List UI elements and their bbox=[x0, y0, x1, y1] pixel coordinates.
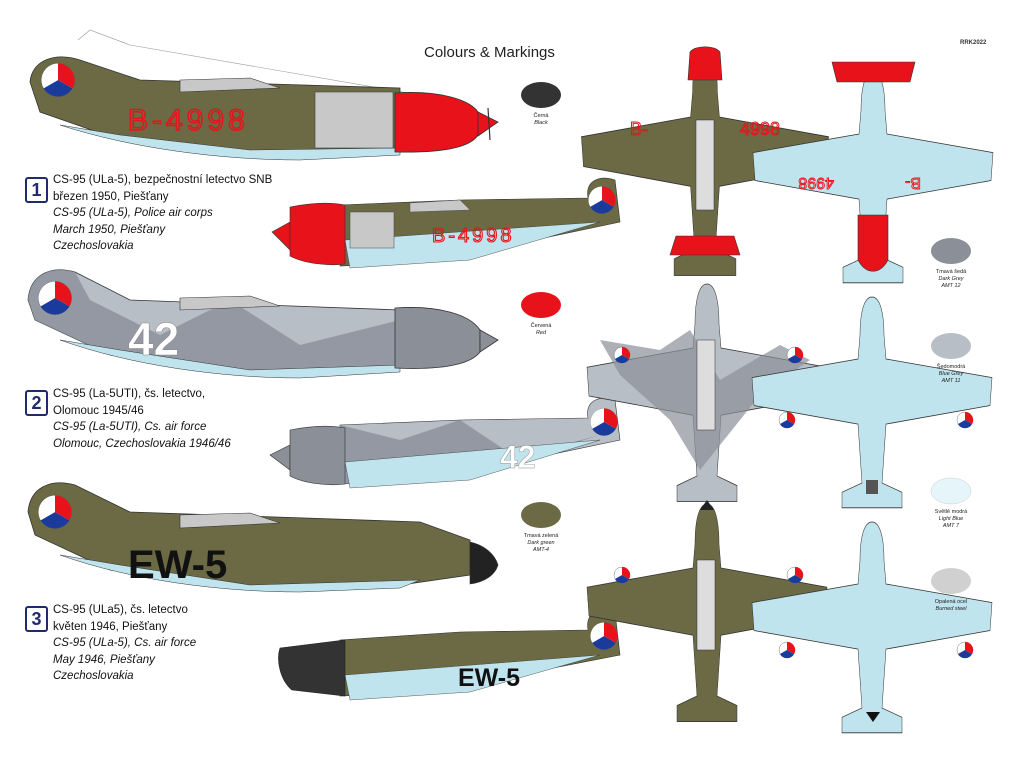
scheme-1-top-marking-right: 4998 bbox=[740, 119, 780, 139]
swatch-label-red: Červená Red bbox=[530, 323, 552, 336]
scheme-2-number: 2 bbox=[25, 390, 48, 416]
scheme-1-caption: CS-95 (ULa-5), bezpečnostní letectvo SNB… bbox=[53, 174, 273, 252]
scheme-3-caption: CS-95 (ULa5), čs. letectvo květen 1946, … bbox=[53, 604, 197, 682]
scheme-3-top-view bbox=[586, 500, 828, 723]
scheme-2-marking: 42 bbox=[128, 313, 179, 365]
scheme-2-small-profile: 42 bbox=[269, 397, 621, 489]
swatch-dark-green bbox=[521, 502, 561, 528]
scheme-2-large-profile: 42 bbox=[27, 269, 499, 379]
scheme-3-bottom-view bbox=[751, 521, 993, 734]
scheme-3-small-profile: EW-5 bbox=[278, 609, 621, 701]
swatch-dark-grey bbox=[931, 238, 971, 264]
scheme-3-marking: EW-5 bbox=[128, 543, 227, 587]
swatch-label-dark-green: Tmavá zelená Dark green AMT-4 bbox=[523, 533, 559, 553]
svg-text:EW-5: EW-5 bbox=[458, 664, 520, 692]
swatch-blue-grey bbox=[931, 333, 971, 359]
swatch-black bbox=[521, 82, 561, 108]
swatch-label-burned-steel: Opalená ocel Burned steel bbox=[934, 599, 968, 612]
swatch-label-black: Černá Black bbox=[533, 113, 549, 126]
scheme-1-marking: B-4998 bbox=[128, 104, 249, 137]
sheet-code: RRK2022 bbox=[960, 40, 987, 46]
swatch-label-dark-grey: Tmavá šedá Dark Grey AMT 12 bbox=[935, 269, 967, 289]
svg-text:B-: B- bbox=[905, 174, 921, 191]
sheet-title: Colours & Markings bbox=[424, 44, 555, 61]
swatch-burned-steel bbox=[931, 568, 971, 594]
scheme-2-bottom-view bbox=[751, 296, 993, 509]
scheme-1-bottom-view: 4998 B- bbox=[752, 61, 994, 284]
svg-text:42: 42 bbox=[500, 439, 536, 475]
scheme-1-large-profile: B-4998 bbox=[29, 29, 499, 161]
scheme-3-number: 3 bbox=[25, 606, 48, 632]
scheme-1-number: 1 bbox=[25, 177, 48, 203]
swatch-label-blue-grey: Šedomodrá Blue Grey AMT 11 bbox=[936, 364, 966, 384]
scheme-1-top-view: B- 4998 bbox=[580, 46, 830, 277]
scheme-2-caption: CS-95 (La-5UTI), čs. letectvo, Olomouc 1… bbox=[53, 388, 231, 450]
scheme-1-top-marking-left: B- bbox=[630, 119, 648, 139]
svg-text:4998: 4998 bbox=[798, 174, 834, 191]
scheme-2-top-view bbox=[586, 283, 828, 503]
scheme-1-small-profile: B-4998 bbox=[271, 177, 621, 269]
swatch-light-blue bbox=[930, 477, 972, 505]
swatch-red bbox=[521, 292, 561, 318]
svg-text:B-4998: B-4998 bbox=[432, 225, 515, 247]
swatch-label-light-blue: Světlě modrá Light Blue AMT 7 bbox=[934, 509, 968, 529]
scheme-3-large-profile: EW-5 bbox=[27, 482, 499, 593]
